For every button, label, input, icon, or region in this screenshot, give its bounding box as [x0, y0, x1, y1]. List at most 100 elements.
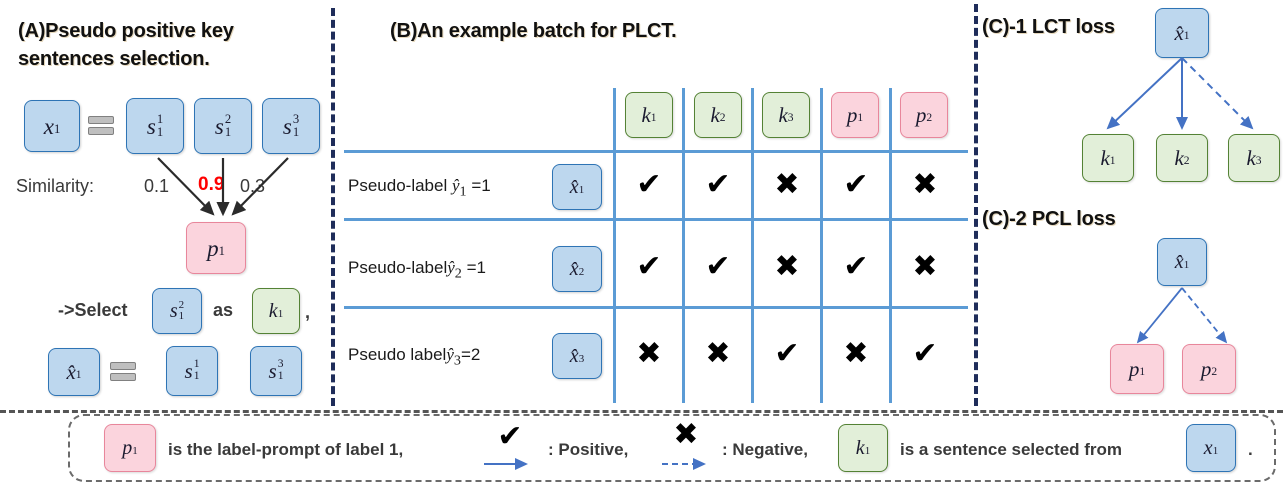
token-base: k	[268, 300, 278, 322]
token-sup: 1	[193, 358, 200, 371]
row-label-sub: 1	[459, 183, 467, 200]
c2-root-xhat1: x̂1	[1157, 238, 1207, 286]
token-base: s	[169, 300, 178, 322]
token-base: s	[146, 113, 156, 139]
token-base: s	[282, 113, 292, 139]
row-label-sub: 3	[453, 352, 461, 369]
cell-r3-c4: ✖	[843, 336, 869, 371]
token-sub: 2	[1183, 154, 1190, 167]
select-text: ->Select	[58, 300, 128, 320]
token-base: p	[207, 235, 219, 261]
token-sub: 1	[1183, 29, 1190, 42]
legend-dashed-arrow-icon	[662, 458, 706, 470]
cell-r1-c3: ✖	[774, 167, 800, 202]
token-base: k	[1246, 145, 1256, 170]
legend-text-2: is a sentence selected from	[900, 440, 1123, 459]
token-sup: 2	[178, 298, 185, 311]
token-sub: 3	[787, 111, 794, 124]
token-sub: 3	[1255, 154, 1262, 167]
token-sub: 1	[857, 111, 864, 124]
cell-r1-c2: ✔	[705, 167, 731, 202]
token-sub: 1	[864, 444, 871, 457]
row-label-1: Pseudo-label ŷ1 =1	[348, 176, 491, 200]
token-sub: 1	[218, 244, 225, 259]
panel-c1-title: (C)-1 LCT loss	[982, 16, 1115, 38]
cell-r2-c1: ✔	[636, 249, 662, 284]
divider-a-b	[331, 8, 335, 406]
token-base: x̂	[569, 176, 579, 198]
token-base: p	[846, 102, 858, 127]
similarity-arrows	[157, 157, 289, 217]
token-sup: 1	[156, 112, 164, 127]
legend-positive-label: : Positive,	[548, 440, 629, 459]
token-sub: 2	[578, 265, 585, 278]
table-col-sep-2	[751, 88, 754, 403]
cell-r1-c5: ✖	[912, 167, 938, 202]
similarity-value-2: 0.3	[240, 176, 266, 196]
token-base: x̂	[1174, 251, 1184, 273]
token-sub: 1	[156, 125, 164, 139]
token-sub: 2	[719, 111, 726, 124]
row-label-3: Pseudo labelŷ3=2	[348, 345, 480, 369]
token-sub: 2	[1211, 365, 1218, 378]
legend-solid-arrow-icon	[484, 458, 528, 470]
cell-r2-c5: ✖	[912, 249, 938, 284]
row-label-var: ŷ	[446, 345, 454, 364]
cell-r2-c2: ✔	[705, 249, 731, 284]
token-sub: 2	[926, 111, 933, 124]
token-base: p	[915, 102, 927, 127]
token-sub: 1	[1212, 444, 1219, 457]
token-sub: 1	[178, 310, 185, 322]
token-sub: 1	[1183, 258, 1190, 271]
token-sub: 1	[277, 370, 284, 382]
row-label-suffix: =1	[461, 258, 486, 277]
token-base: k	[1100, 145, 1110, 170]
comma-text: ,	[305, 302, 311, 322]
token-base: s	[184, 358, 193, 383]
token-sub: 1	[650, 111, 657, 124]
token-base: k	[641, 102, 651, 127]
token-sub: 1	[224, 125, 232, 139]
divider-b-c	[974, 4, 978, 406]
row-token-xhat3: x̂3	[552, 333, 602, 379]
c1-root-xhat1: x̂1	[1155, 8, 1209, 58]
legend-period: .	[1248, 440, 1253, 459]
token-sub: 1	[1139, 365, 1146, 378]
equals-glyph-2	[110, 362, 136, 381]
panel-b-title: (B)An example batch for PLCT.	[390, 20, 677, 42]
token-base: k	[778, 102, 788, 127]
c1-edges	[1106, 57, 1254, 130]
similarity-value-0: 0.1	[144, 176, 170, 196]
table-col-sep-4	[889, 88, 892, 403]
token-base: x̂	[66, 359, 76, 384]
cell-r3-c2: ✖	[705, 336, 731, 371]
token-xhat1-panel-a: x̂1	[48, 348, 100, 396]
token-base: x̂	[569, 258, 579, 280]
c2-edges	[1136, 287, 1228, 344]
token-base: x̂	[569, 345, 579, 367]
row-token-xhat2: x̂2	[552, 246, 602, 292]
table-rule-2	[344, 306, 968, 309]
equals-glyph-1	[88, 116, 114, 135]
table-rule-top	[344, 150, 968, 153]
token-sub: 1	[1109, 154, 1116, 167]
cell-r3-c1: ✖	[636, 336, 662, 371]
row-token-xhat1: x̂1	[552, 164, 602, 210]
token-base: s	[268, 358, 277, 383]
table-col-sep-0	[613, 88, 616, 403]
